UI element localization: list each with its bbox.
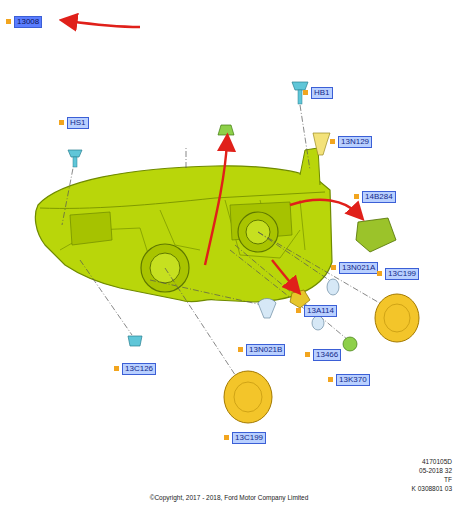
dust-cap <box>224 371 272 423</box>
copyright-note: ©Copyright, 2017 - 2018, Ford Motor Comp… <box>150 494 309 502</box>
callout-number: 13K370 <box>336 374 370 386</box>
screw-part <box>128 336 142 346</box>
drawing-date: 05-2018 32 <box>419 467 452 475</box>
callout-number: 14B284 <box>362 191 396 203</box>
callout-number: 13N021B <box>246 344 285 356</box>
callout-number: 13A114 <box>304 305 337 317</box>
clip-part <box>313 133 330 155</box>
callout-number: 13C199 <box>385 268 419 280</box>
callout-number: HS1 <box>67 117 89 129</box>
bulb <box>258 299 276 319</box>
top-clip <box>218 125 234 135</box>
drawing-code: 4170105D <box>422 458 452 466</box>
bulb <box>327 279 339 295</box>
drawing-code: TF <box>444 476 452 484</box>
drawing-code: K 0308801 03 <box>412 485 452 493</box>
callout-number: 13N129 <box>338 136 372 148</box>
dust-cap <box>375 294 419 342</box>
socket-part <box>343 337 357 351</box>
headlamp-housing <box>35 166 332 302</box>
callout-number: 13466 <box>313 349 341 361</box>
bulb <box>312 316 324 330</box>
hs1-screw <box>68 150 82 167</box>
callout-number: HB1 <box>311 87 333 99</box>
callout-number: 13008 <box>14 16 42 28</box>
callout-number: 13C199 <box>232 432 266 444</box>
callout-number: 13C126 <box>122 363 156 375</box>
highlight-arrow <box>68 21 358 288</box>
motor-part <box>356 218 396 252</box>
callout-number: 13N021A <box>339 262 378 274</box>
